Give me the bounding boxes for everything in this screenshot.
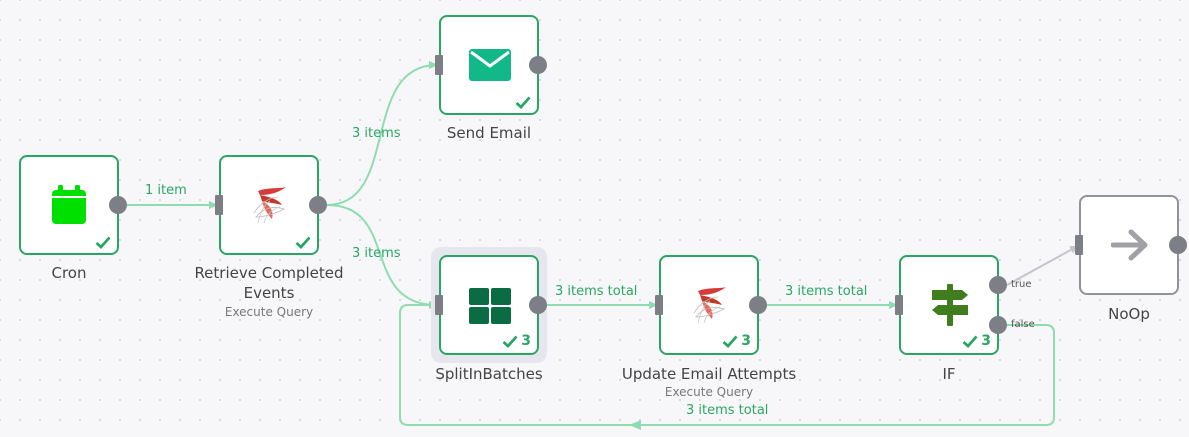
signpost-icon (930, 284, 970, 330)
edge-label-cron-retrieve: 1 item (145, 183, 187, 198)
node-cron[interactable] (19, 155, 119, 255)
envelope-icon (469, 49, 511, 85)
run-count: 3 (521, 333, 531, 349)
node-subtitle-retrieve: Execute Query (224, 305, 314, 319)
edge-if-true-to-noop[interactable] (1006, 245, 1079, 286)
node-split-in-batches[interactable]: 3 (439, 255, 539, 355)
edge-label-split-update: 3 items total (555, 284, 638, 299)
noop-input-port[interactable] (1075, 235, 1083, 255)
retrieve-input-port[interactable] (215, 195, 223, 215)
edge-retrieve-to-split[interactable] (326, 204, 438, 309)
success-check-icon (95, 236, 111, 249)
send-email-output-port[interactable] (529, 56, 547, 74)
node-title-if: IF (942, 365, 956, 383)
edge-if-false-to-split[interactable] (399, 301, 1055, 426)
noop-output-port[interactable] (1169, 236, 1187, 254)
sql-server-icon (688, 283, 732, 331)
node-title-update: Update Email Attempts (621, 365, 797, 383)
node-title-retrieve: Retrieve Completed Events (194, 264, 344, 302)
cron-output-port[interactable] (109, 196, 127, 214)
update-output-port[interactable] (749, 296, 767, 314)
node-title-send-email: Send Email (446, 124, 532, 142)
success-check-icon (722, 335, 738, 348)
node-send-email[interactable] (439, 15, 539, 115)
node-title-noop: NoOp (1108, 305, 1150, 323)
if-false-label: false (1011, 319, 1035, 330)
node-subtitle-update: Execute Query (664, 385, 754, 399)
success-badge: 3 (722, 333, 751, 349)
send-email-input-port[interactable] (435, 55, 443, 75)
run-count: 3 (981, 333, 991, 349)
edge-loop-direction-arrow (629, 420, 641, 430)
if-true-label: true (1011, 279, 1032, 290)
split-output-port[interactable] (529, 296, 547, 314)
update-input-port[interactable] (655, 295, 663, 315)
success-check-icon (962, 335, 978, 348)
node-title-split: SplitInBatches (435, 365, 543, 383)
grid-icon (469, 288, 511, 328)
node-noop[interactable] (1079, 195, 1179, 295)
edge-label-retrieve-send: 3 items (352, 126, 401, 141)
if-input-port[interactable] (895, 295, 903, 315)
success-check-icon (502, 335, 518, 348)
edge-label-if-false-split: 3 items total (686, 403, 769, 418)
edge-label-retrieve-split: 3 items (352, 246, 401, 261)
edge-label-update-if: 3 items total (785, 284, 868, 299)
success-check-icon (515, 96, 531, 109)
if-true-output-port[interactable] (989, 276, 1007, 294)
node-title-cron: Cron (51, 264, 87, 282)
node-update-email-attempts[interactable]: 3 (659, 255, 759, 355)
retrieve-output-port[interactable] (309, 196, 327, 214)
arrow-right-icon (1110, 229, 1149, 265)
sql-server-icon (248, 183, 292, 231)
run-count: 3 (741, 333, 751, 349)
split-input-port[interactable] (435, 295, 443, 315)
node-retrieve-completed-events[interactable] (219, 155, 319, 255)
success-badge: 3 (962, 333, 991, 349)
success-badge: 3 (502, 333, 531, 349)
calendar-icon (51, 185, 87, 229)
node-if[interactable]: 3 (899, 255, 999, 355)
success-check-icon (295, 236, 311, 249)
if-false-output-port[interactable] (989, 316, 1007, 334)
edge-retrieve-to-send-email[interactable] (326, 61, 438, 206)
